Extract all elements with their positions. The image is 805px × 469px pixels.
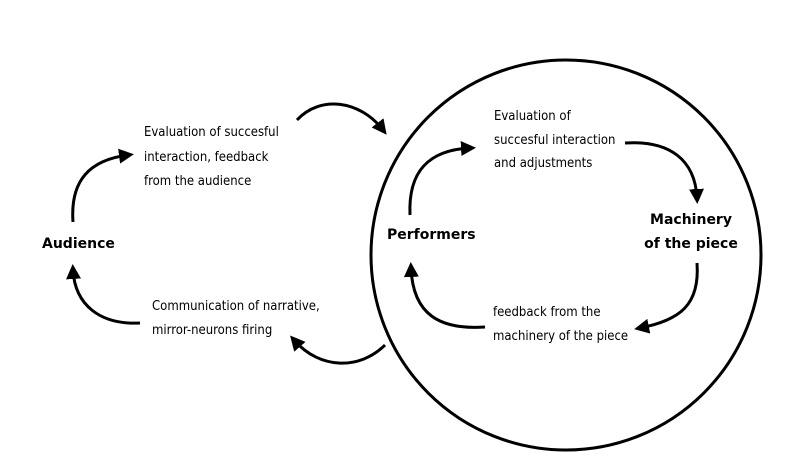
arrow-performers-to-evaluation	[408, 140, 476, 216]
machinery-node-line-2: of the piece	[644, 236, 738, 252]
arrow-audience-to-evaluation	[71, 148, 134, 223]
performance-circle	[369, 58, 763, 452]
audience-node: Audience	[42, 236, 115, 252]
arrow-feedback-to-performers	[403, 262, 486, 329]
audience-feedback-label-2: interaction, feedback	[144, 150, 269, 165]
performers-node: Performers	[387, 227, 476, 243]
audience-feedback-label-3: from the audience	[144, 174, 251, 189]
arrow-narrative-to-audience	[66, 264, 141, 325]
performer-evaluation-label-3: and adjustments	[494, 156, 592, 171]
arrow-circle-to-narrative	[290, 335, 387, 365]
audience-feedback-label-1: Evaluation of succesful	[144, 125, 279, 140]
machinery-node-line-1: Machinery	[650, 212, 732, 228]
arrow-machinery-to-feedback	[634, 262, 699, 334]
machinery-feedback-label-1: feedback from the	[493, 305, 601, 320]
arrow-evaluation-to-machinery	[624, 141, 705, 204]
machinery-feedback-label-2: machinery of the piece	[493, 329, 628, 344]
performer-evaluation-label-1: Evaluation of	[494, 109, 572, 124]
arrow-evaluation-to-circle	[295, 102, 387, 135]
narrative-label-1: Communication of narrative,	[152, 299, 320, 314]
narrative-label-2: mirror-neurons firing	[152, 323, 272, 338]
performer-evaluation-label-2: succesful interaction	[494, 133, 615, 148]
